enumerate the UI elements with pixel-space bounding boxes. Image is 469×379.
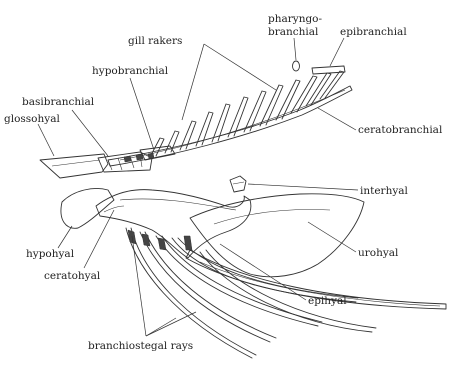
leader-lines bbox=[38, 38, 358, 336]
label-basibranchial: basibranchial bbox=[22, 96, 95, 108]
leader-gill-rakers-2 bbox=[204, 44, 276, 90]
label-urohyal: urohyal bbox=[358, 247, 399, 259]
leader-branchiostegal-1 bbox=[132, 236, 146, 336]
hypohyal-bone bbox=[61, 189, 114, 229]
leader-hypobranchial bbox=[130, 78, 154, 150]
leader-basibranchial bbox=[72, 110, 108, 156]
ceratohyal-bone bbox=[96, 190, 251, 258]
leader-ceratohyal bbox=[84, 210, 114, 268]
leader-branchiostegal-3 bbox=[146, 312, 196, 336]
pharyngobranchial-bone bbox=[293, 61, 300, 71]
leader-hypohyal bbox=[58, 226, 72, 248]
label-glossohyal: glossohyal bbox=[4, 113, 60, 125]
interhyal-bone bbox=[230, 176, 246, 192]
labels: pharyngo- branchial epibranchial gill ra… bbox=[4, 13, 443, 352]
gill-arch-illustration bbox=[40, 61, 352, 178]
leader-pharyngobranchial bbox=[294, 38, 296, 60]
leader-gill-rakers-1 bbox=[182, 44, 204, 120]
label-epihyal: epihyal bbox=[308, 295, 347, 307]
hyoid-arch-illustration bbox=[61, 176, 446, 358]
leader-ceratobranchial bbox=[318, 108, 356, 130]
label-branchiostegal-rays: branchiostegal rays bbox=[88, 340, 193, 352]
urohyal-bone bbox=[190, 194, 364, 277]
label-epibranchial: epibranchial bbox=[340, 26, 407, 38]
epibranchial-bone bbox=[312, 66, 345, 74]
label-ceratobranchial: ceratobranchial bbox=[358, 124, 443, 136]
leader-epibranchial bbox=[330, 38, 344, 66]
leader-urohyal bbox=[308, 222, 356, 252]
label-pharyngobranchial-1: pharyngo- bbox=[268, 13, 323, 25]
leader-interhyal bbox=[248, 184, 358, 190]
label-ceratohyal: ceratohyal bbox=[44, 270, 101, 282]
label-hypohyal: hypohyal bbox=[26, 248, 75, 260]
leader-branchiostegal-2 bbox=[146, 318, 176, 336]
label-gill-rakers: gill rakers bbox=[128, 35, 182, 47]
label-pharyngobranchial-2: branchial bbox=[268, 26, 319, 38]
label-hypobranchial: hypobranchial bbox=[92, 65, 169, 77]
label-interhyal: interhyal bbox=[360, 185, 409, 197]
leader-glossohyal bbox=[38, 124, 54, 156]
gill-rakers bbox=[150, 71, 344, 157]
